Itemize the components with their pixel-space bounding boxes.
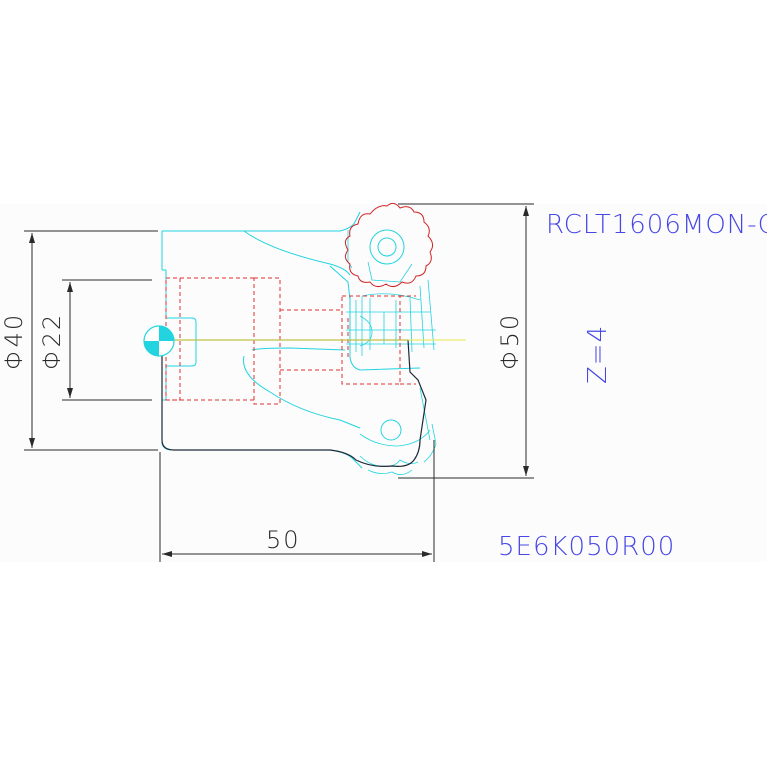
drawing-area — [0, 204, 767, 562]
teeth-count-label: Z=4 — [583, 325, 613, 384]
dimension-length — [159, 440, 435, 562]
dimension-bore-diameter — [62, 279, 152, 401]
overall-diameter-label: Φ50 — [496, 313, 524, 370]
profile-section-line — [161, 339, 427, 467]
dimension-shank-diameter — [24, 230, 158, 451]
length-label: 50 — [266, 526, 301, 554]
dimension-overall-diameter — [398, 203, 534, 479]
bore-diameter-label: Φ22 — [38, 313, 66, 370]
insert-code-label: RCLT1606MON-CC — [546, 210, 767, 240]
origin-marker-icon — [143, 325, 175, 357]
shank-diameter-label: Φ40 — [0, 313, 28, 370]
tool-code-label: 5E6K050R00 — [498, 532, 675, 562]
round-insert-outline — [344, 202, 434, 288]
